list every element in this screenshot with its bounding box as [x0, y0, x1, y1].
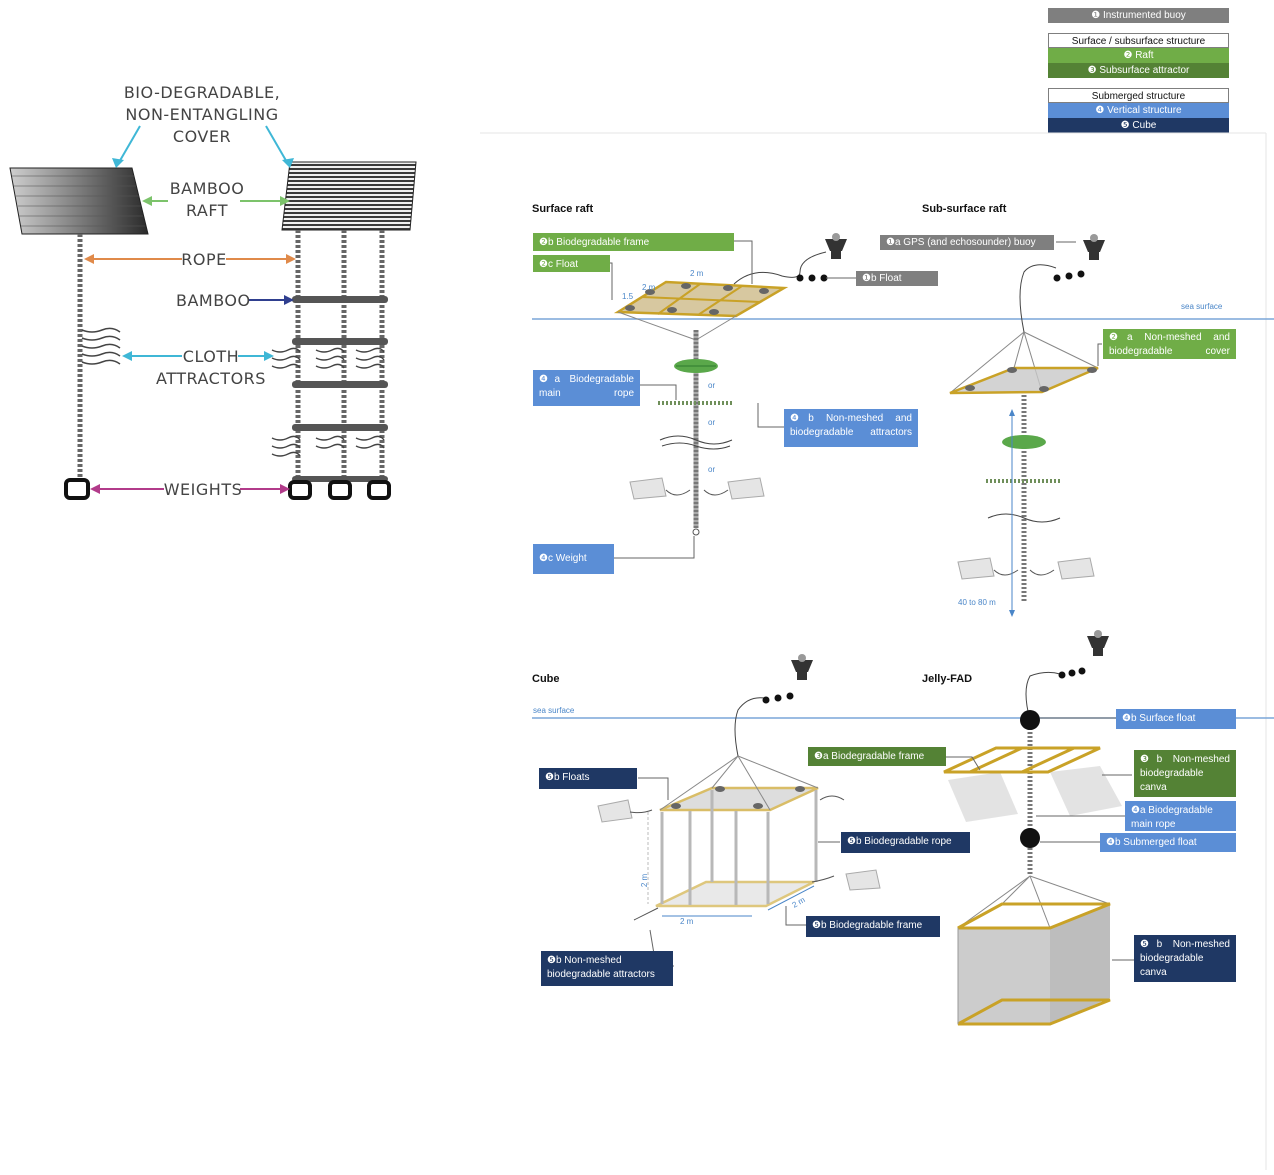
label-surface-float: ❹b Surface float — [1116, 709, 1236, 729]
surface-raft-drawing — [610, 233, 856, 559]
legend-vertical: ❹ Vertical structure — [1048, 103, 1229, 118]
left-cloth-shape — [81, 327, 121, 365]
or-2: or — [708, 418, 716, 427]
right-raft-shape — [281, 161, 417, 231]
or-1: or — [708, 381, 716, 390]
jelly-fad-title: Jelly-FAD — [922, 673, 973, 685]
cover-label: BIO-DEGRADABLE, NON-ENTANGLING COVER — [123, 83, 281, 146]
rope-label: ROPE — [181, 250, 227, 269]
cube-title: Cube — [532, 673, 560, 685]
dim-2m-vertical: 2 m — [640, 873, 650, 888]
label-cube-frame: ❺b Biodegradable frame — [806, 916, 940, 937]
dim-2m-a: 2 m — [642, 283, 656, 292]
subsurface-raft-drawing — [949, 234, 1105, 617]
legend-surface-head: Surface / subsurface structure — [1048, 33, 1229, 48]
label-biodegradable-rope: ❺b Biodegradable rope — [841, 832, 970, 853]
left-raft-shape — [9, 167, 149, 235]
label-cube-attractors: ❺b Non-meshed biodegradable attractors — [541, 951, 673, 986]
label-jelly-frame: ❸a Biodegradable frame — [808, 747, 946, 766]
sea-surface-label-bottom: sea surface — [533, 706, 575, 715]
cloth-label: CLOTH ATTRACTORS — [156, 347, 266, 388]
label-float-c: ❷c Float — [533, 255, 610, 272]
label-main-rope: ❹a Biodegradable main rope — [533, 370, 640, 406]
label-attractors: ❹b Non-meshed and biodegradable attracto… — [784, 409, 918, 447]
raft-label: BAMBOO RAFT — [169, 179, 245, 220]
dim-2m-horizontal: 2 m — [680, 917, 694, 926]
dim-2m-b: 2 m — [690, 269, 704, 278]
dim-1-5: 1.5 — [622, 292, 634, 301]
or-3: or — [708, 465, 716, 474]
left-weight — [64, 478, 90, 500]
depth-label: 40 to 80 m — [958, 598, 996, 607]
legend-attractor: ❸ Subsurface attractor — [1048, 63, 1229, 78]
cube-drawing — [597, 654, 881, 967]
label-floats: ❺b Floats — [539, 768, 637, 789]
bamboo-label: BAMBOO — [176, 291, 251, 310]
legend-raft: ❷ Raft — [1048, 48, 1229, 63]
subsurface-raft-title: Sub-surface raft — [922, 203, 1007, 215]
label-canva-top: ❸b Non-meshed biodegradable canva — [1134, 750, 1236, 797]
label-canva-bottom: ❺b Non-meshed biodegradable canva — [1134, 935, 1236, 982]
legend-submerged-head: Submerged structure — [1048, 88, 1229, 103]
surface-raft-title: Surface raft — [532, 203, 594, 215]
left-fad-illustration — [9, 125, 417, 500]
jelly-fad-drawing — [943, 630, 1134, 1026]
label-cover: ❷a Non-meshed and biodegradable cover — [1103, 329, 1236, 359]
label-submerged-float: ❹b Submerged float — [1100, 833, 1236, 852]
legend-buoy: ❶ Instrumented buoy — [1048, 8, 1229, 23]
label-biodegradable-frame: ❷b Biodegradable frame — [533, 233, 734, 251]
weights-label: WEIGHTS — [163, 480, 243, 499]
label-gps-buoy: ❶a GPS (and echosounder) buoy — [880, 235, 1054, 250]
legend-cube: ❺ Cube — [1048, 118, 1229, 133]
label-jelly-main-rope: ❹a Biodegradable main rope — [1125, 801, 1236, 831]
label-float-b: ❶b Float — [856, 271, 938, 286]
label-weight: ❹c Weight — [533, 544, 614, 574]
sea-surface-label-top: sea surface — [1181, 302, 1223, 311]
